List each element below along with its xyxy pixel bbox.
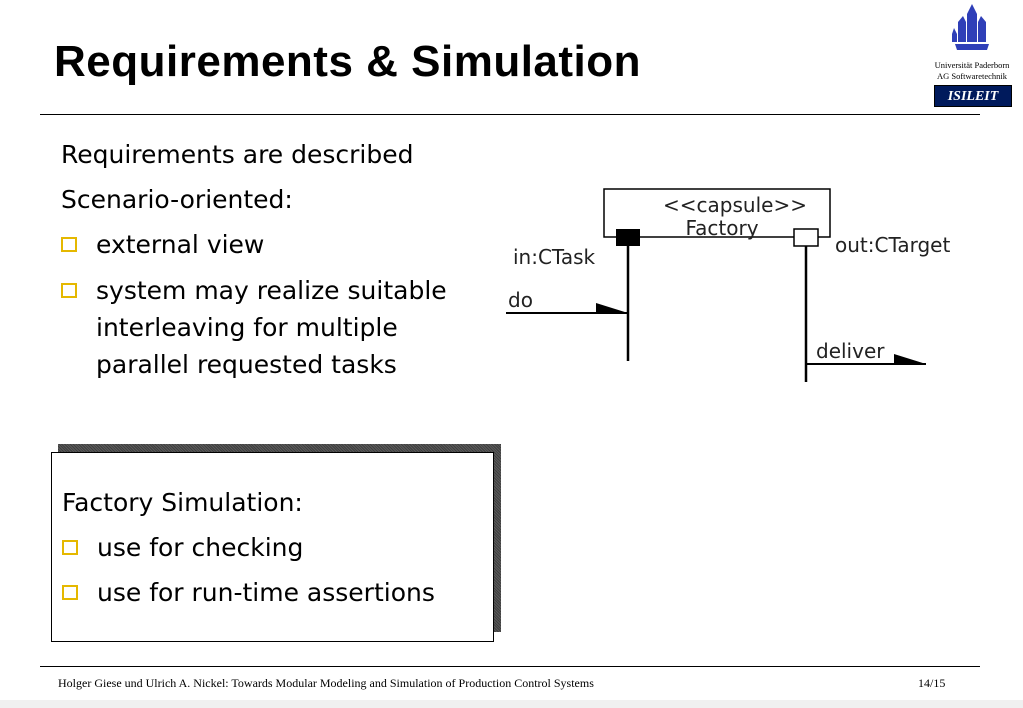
department-line: AG Softwaretechnik bbox=[936, 71, 1008, 81]
university-emblem-icon bbox=[952, 4, 989, 50]
bullet-text: use for run-time assertions bbox=[97, 578, 435, 607]
bullet-text: external view bbox=[96, 230, 265, 259]
message-in-arrow-icon bbox=[596, 303, 628, 313]
bullet-text: parallel requested tasks bbox=[96, 350, 397, 379]
bullet-checkbox-icon bbox=[62, 585, 78, 600]
footer-citation: Holger Giese und Ulrich A. Nickel: Towar… bbox=[58, 676, 594, 690]
capsule-name: Factory bbox=[685, 216, 758, 240]
simulation-heading: Factory Simulation: bbox=[62, 488, 303, 517]
university-name: Universität Paderborn AG Softwaretechnik bbox=[924, 60, 1020, 82]
university-logo: Universität Paderborn AG Softwaretechnik… bbox=[924, 4, 1020, 112]
bullet-text: system may realize suitable bbox=[96, 276, 447, 305]
bullet-text: use for checking bbox=[97, 533, 304, 562]
bullet-checkbox-icon bbox=[62, 540, 78, 555]
bullet-checkbox-icon bbox=[61, 283, 77, 298]
footer-divider bbox=[40, 666, 980, 667]
capsule-stereotype: <<capsule>> bbox=[663, 193, 807, 217]
slide-title: Requirements & Simulation bbox=[54, 37, 642, 86]
bullet-text: interleaving for multiple bbox=[96, 313, 398, 342]
message-in-label: do bbox=[508, 288, 533, 312]
capsule-box bbox=[603, 188, 831, 238]
message-out-label: deliver bbox=[816, 339, 885, 363]
in-port-label: in:CTask bbox=[513, 245, 596, 269]
out-port-icon bbox=[793, 228, 819, 247]
page-number: 14/15 bbox=[918, 676, 946, 690]
header-divider bbox=[40, 114, 980, 115]
bullet-checkbox-icon bbox=[61, 237, 77, 252]
capsule-sequence-diagram: <<capsule>> Factory in:CTask out:CTarget… bbox=[506, 188, 950, 382]
simulation-box: Factory Simulation: use for checking use… bbox=[51, 452, 494, 642]
requirements-line-1: Requirements are described bbox=[61, 140, 414, 169]
in-port-icon bbox=[616, 229, 640, 246]
out-port-label: out:CTarget bbox=[835, 233, 950, 257]
bottom-band bbox=[0, 700, 1023, 708]
message-out-arrow-icon bbox=[894, 354, 926, 364]
university-line: Universität Paderborn bbox=[934, 60, 1010, 70]
requirements-line-2: Scenario-oriented: bbox=[61, 185, 293, 214]
isileit-badge: ISILEIT bbox=[934, 85, 1012, 107]
